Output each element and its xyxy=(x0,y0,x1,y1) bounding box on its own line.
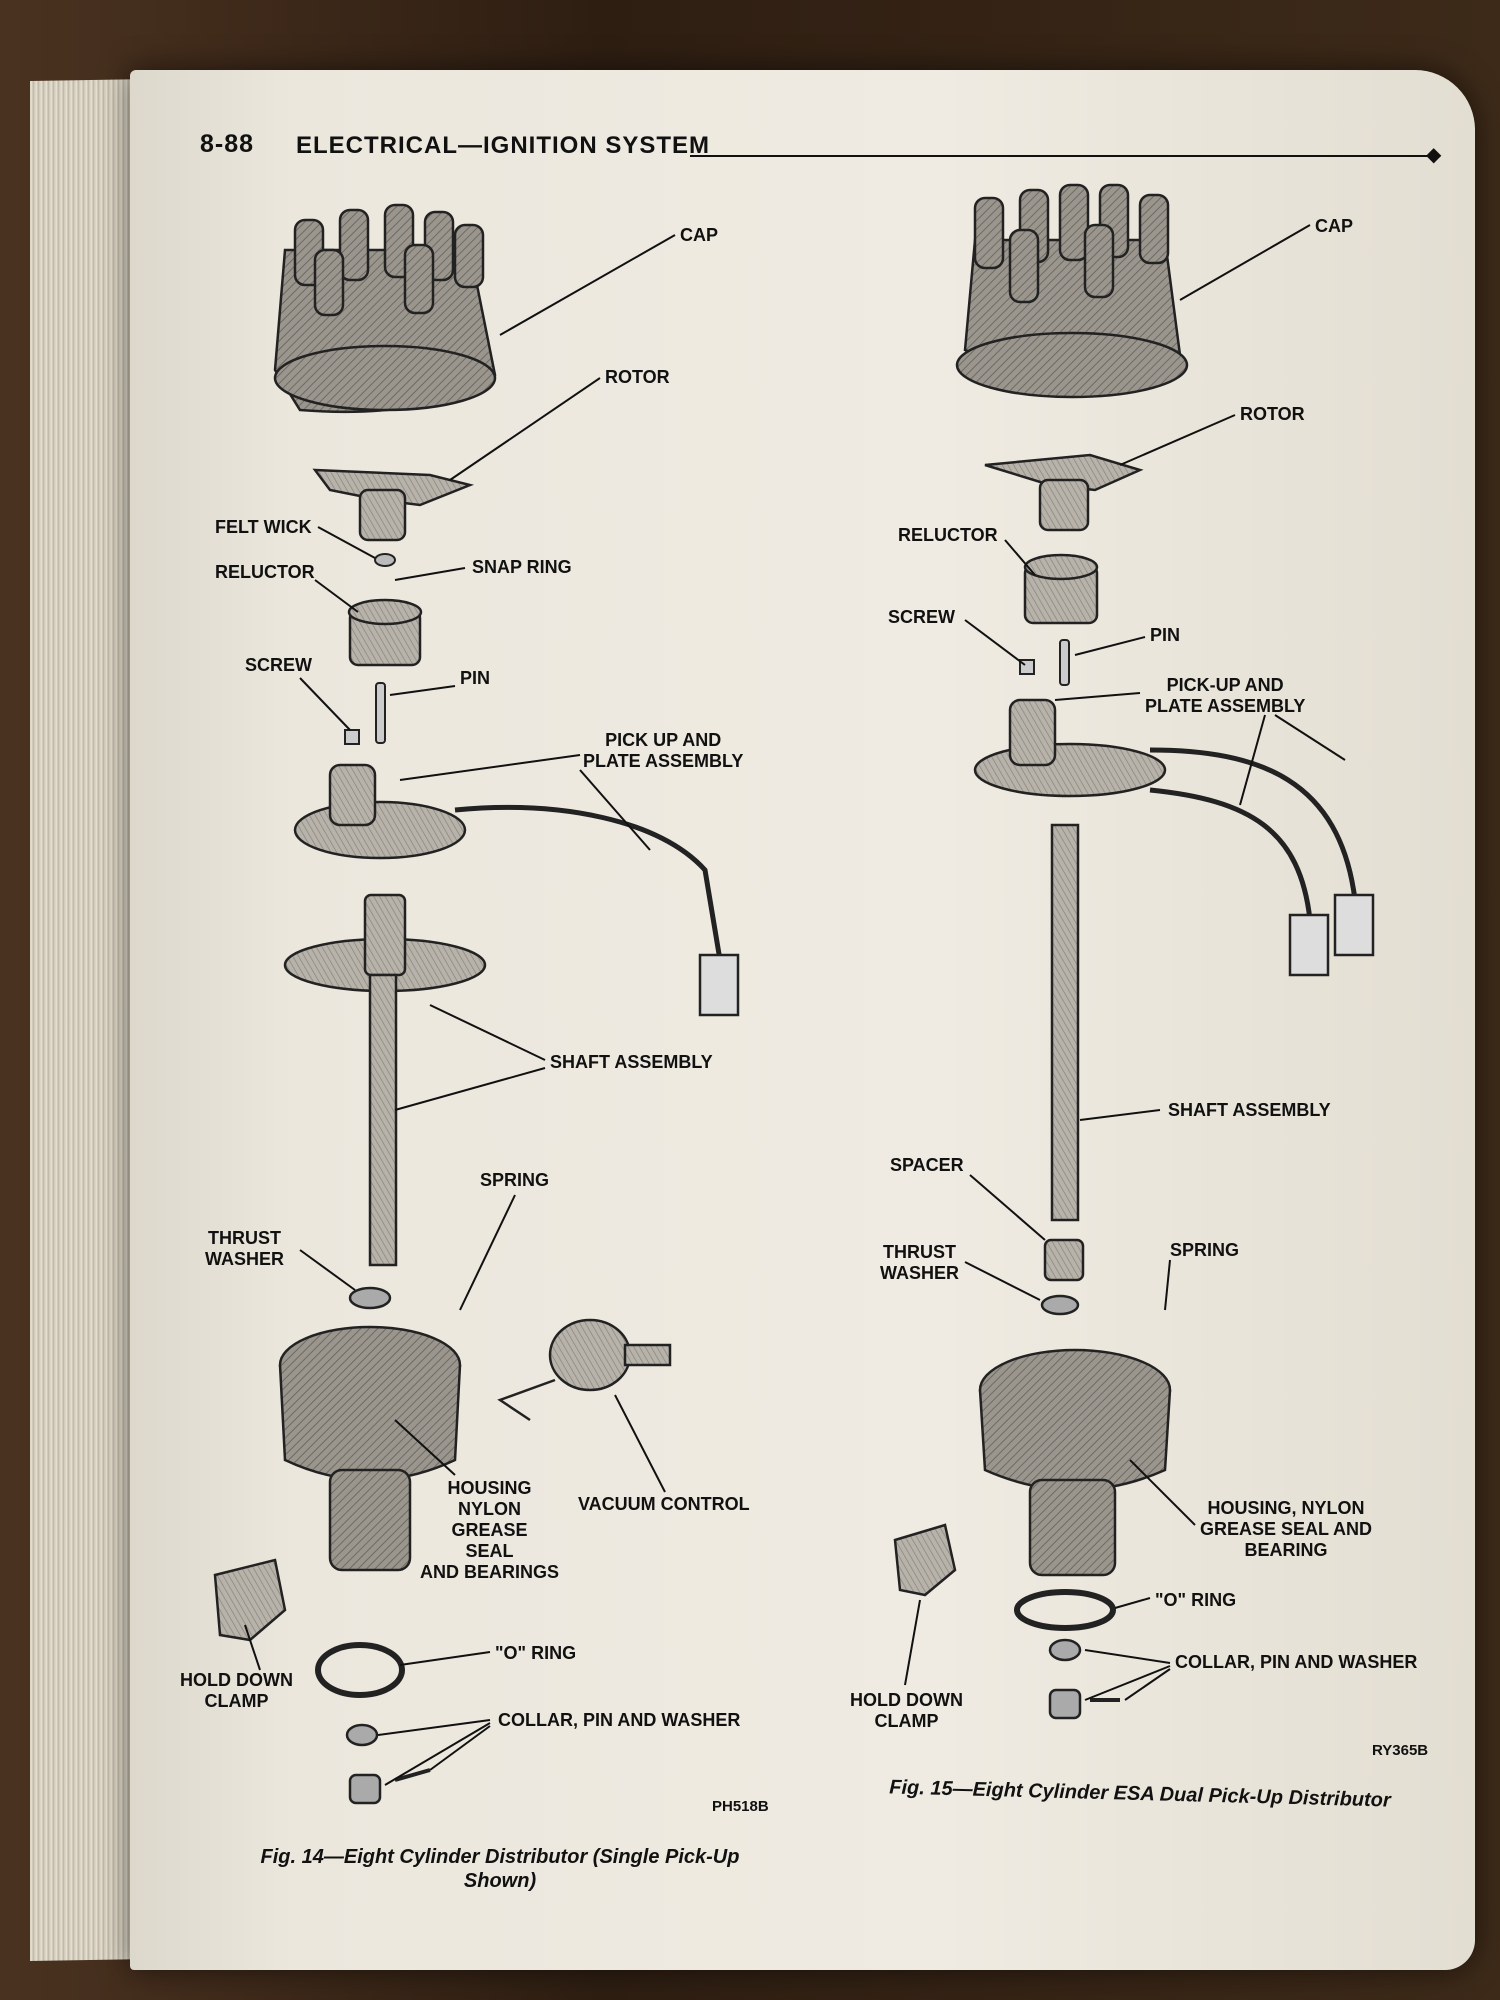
fig14-label-rotor: ROTOR xyxy=(605,367,670,387)
fig15-code: RY365B xyxy=(1372,1742,1429,1759)
fig14-cap xyxy=(273,203,497,414)
page-number: 8-88 xyxy=(200,130,255,158)
fig14-label-hold-down: HOLD DOWN CLAMP xyxy=(180,1670,293,1711)
fig15-pickup-plate xyxy=(973,698,1375,977)
fig14-washers xyxy=(348,1286,392,1310)
fig14-shaft xyxy=(283,893,487,1267)
fig14-label-pickup: PICK UP AND PLATE ASSEMBLY xyxy=(583,730,744,771)
fig15-label-shaft: SHAFT ASSEMBLY xyxy=(1168,1100,1331,1120)
fig14-housing xyxy=(278,1325,462,1572)
fig15-label-pin: PIN xyxy=(1150,625,1181,645)
header-rule xyxy=(690,155,1430,157)
fig14-label-vacuum: VACUUM CONTROL xyxy=(578,1494,750,1514)
fig15-label-pickup: PICK-UP AND PLATE ASSEMBLY xyxy=(1145,675,1306,716)
fig14-label-screw: SCREW xyxy=(245,655,312,675)
fig14-label-snap-ring: SNAP RING xyxy=(472,557,572,577)
fig14-label-spring: SPRING xyxy=(480,1170,550,1190)
fig14-label-cap: CAP xyxy=(680,225,719,245)
fig14-pickup-plate xyxy=(293,763,740,1017)
fig15-hold-down xyxy=(893,1523,957,1597)
fig14-caption: Fig. 14—Eight Cylinder Distributor (Sing… xyxy=(260,1846,740,1892)
fig14-collar xyxy=(345,1723,431,1805)
fig15-label-collar: COLLAR, PIN AND WASHER xyxy=(1175,1652,1418,1672)
fig15-label-screw: SCREW xyxy=(888,607,955,627)
fig14-label-felt-wick: FELT WICK xyxy=(215,517,312,537)
fig14-rotor xyxy=(312,468,475,542)
fig15-label-hold-down: HOLD DOWN CLAMP xyxy=(850,1690,963,1731)
fig14-reluctor xyxy=(347,598,423,667)
fig15-label-cap: CAP xyxy=(1315,216,1354,236)
fig15-collar xyxy=(1048,1638,1120,1720)
fig14-pin-screw xyxy=(344,682,386,745)
section-title: ELECTRICAL—IGNITION SYSTEM xyxy=(296,132,711,159)
fig15-label-housing: HOUSING, NYLON GREASE SEAL AND BEARING xyxy=(1200,1498,1373,1560)
fig14-leaders xyxy=(244,234,676,1786)
fig14-label-housing: HOUSING NYLON GREASE SEAL AND BEARINGS xyxy=(420,1478,560,1582)
fig15-reluctor xyxy=(1023,553,1099,625)
fig14-label-reluctor: RELUCTOR xyxy=(215,562,315,582)
fig14-label-shaft: SHAFT ASSEMBLY xyxy=(550,1052,713,1072)
fig14-o-ring xyxy=(315,1642,405,1698)
fig15-spacer xyxy=(1040,1238,1085,1316)
fig15-label-spacer: SPACER xyxy=(890,1155,964,1175)
fig15-o-ring xyxy=(1014,1589,1116,1631)
fig15-label-spring: SPRING xyxy=(1170,1240,1240,1260)
fig15-label-rotor: ROTOR xyxy=(1240,404,1305,424)
fig14-code: PH518B xyxy=(712,1798,769,1815)
fig15-shaft xyxy=(1050,823,1080,1222)
page-header: 8-88 ELECTRICAL—IGNITION SYSTEM ◆ xyxy=(200,130,1442,170)
fig14-label-o-ring: "O" RING xyxy=(495,1643,577,1663)
fig15-label-reluctor: RELUCTOR xyxy=(898,525,998,545)
fig15-rotor xyxy=(984,453,1144,532)
fig15-housing xyxy=(978,1348,1172,1577)
fig15-label-o-ring: "O" RING xyxy=(1155,1590,1237,1610)
fig15-leaders xyxy=(904,224,1346,1701)
fig14-label-pin: PIN xyxy=(460,668,491,688)
fig15-label-thrust-washer: THRUST WASHER xyxy=(880,1242,960,1283)
fig14-vacuum-control xyxy=(497,1318,672,1422)
fig14-label-thrust-washer: THRUST WASHER xyxy=(205,1228,285,1269)
diamond-icon: ◆ xyxy=(1426,144,1442,166)
fig14-label-collar: COLLAR, PIN AND WASHER xyxy=(498,1710,741,1730)
fig14-hold-down xyxy=(213,1558,287,1642)
fig14-felt-wick xyxy=(374,553,396,567)
fig15-pin-screw xyxy=(1019,639,1070,686)
fig15-cap xyxy=(955,183,1189,399)
